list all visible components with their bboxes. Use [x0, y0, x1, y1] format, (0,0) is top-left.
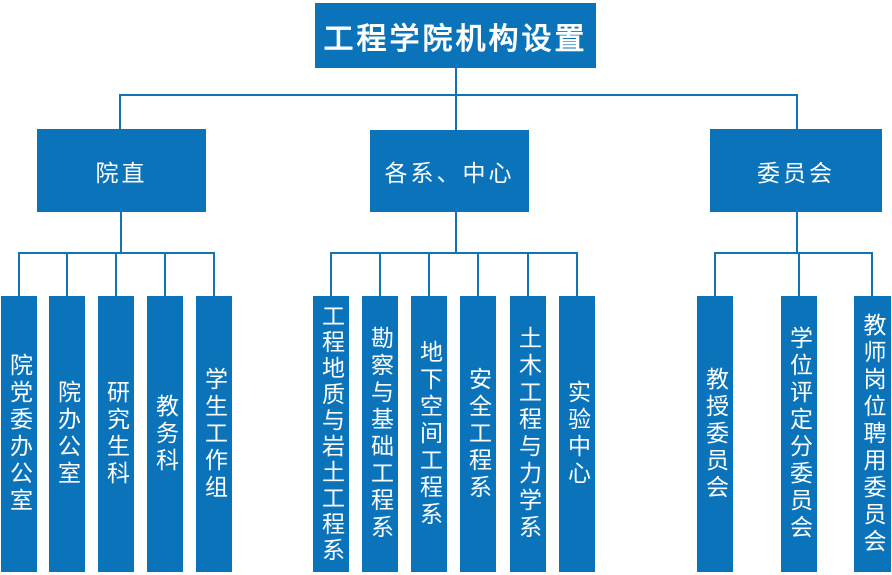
connector-drop-leaf [18, 252, 20, 296]
leaf-label: 勘察与基础工程系 [367, 326, 394, 542]
connector-drop-leaf [871, 252, 873, 296]
leaf-box-underground-space-dept: 地下空间工程系 [411, 296, 447, 572]
leaf-box-civil-mechanics-dept: 土木工程与力学系 [510, 296, 546, 572]
connector-drop-direct [119, 94, 121, 129]
connector-drop-leaf [213, 252, 215, 296]
leaf-label: 院党委办公室 [6, 353, 33, 515]
leaf-label: 地下空间工程系 [416, 339, 443, 529]
connector-drop-leaf [428, 252, 430, 296]
leaf-label: 安全工程系 [465, 366, 492, 502]
leaf-box-party-office: 院党委办公室 [1, 296, 37, 572]
connector-drop-leaf [527, 252, 529, 296]
leaf-box-teacher-employment-committee: 教师岗位聘用委员会 [854, 296, 891, 572]
connector-drop-departments [455, 94, 457, 130]
leaf-box-college-office: 院办公室 [49, 296, 85, 572]
connector-rail-departments [330, 252, 577, 254]
root-title-box: 工程学院机构设置 [315, 3, 596, 68]
branch-box-direct-offices: 院直 [37, 129, 206, 212]
branch-label: 各系、中心 [384, 160, 515, 186]
connector-drop-committees [796, 94, 798, 129]
leaf-label: 研究生科 [103, 380, 130, 488]
chart-title: 工程学院机构设置 [323, 22, 588, 56]
leaf-box-safety-engineering-dept: 安全工程系 [460, 296, 496, 572]
leaf-label: 教师岗位聘用委员会 [860, 312, 886, 556]
connector-drop-leaf [477, 252, 479, 296]
connector-drop-leaf [714, 252, 716, 296]
branch-label: 院直 [95, 159, 148, 186]
connector-stem-committees [796, 212, 798, 253]
connector-drop-leaf [379, 252, 381, 296]
connector-stem-departments [455, 212, 457, 253]
leaf-box-engineering-geology-dept: 工程地质与岩土工程系 [313, 296, 349, 572]
connector-drop-leaf [115, 252, 117, 296]
leaf-label: 学位评定分委员会 [786, 326, 813, 542]
leaf-label: 工程地质与岩土工程系 [318, 304, 345, 564]
branch-label: 委员会 [757, 159, 835, 186]
leaf-box-experiment-center: 实验中心 [559, 296, 595, 572]
connector-level1-rail [119, 94, 798, 96]
leaf-label: 土木工程与力学系 [515, 326, 542, 542]
connector-stem-direct [120, 212, 122, 253]
leaf-label: 教授委员会 [702, 366, 729, 502]
leaf-box-student-work-group: 学生工作组 [196, 296, 232, 572]
branch-box-departments-centers: 各系、中心 [370, 130, 529, 212]
connector-drop-leaf [576, 252, 578, 296]
leaf-box-survey-foundation-dept: 勘察与基础工程系 [362, 296, 398, 572]
connector-drop-leaf [66, 252, 68, 296]
leaf-label: 院办公室 [54, 380, 81, 488]
leaf-label: 学生工作组 [201, 366, 228, 502]
connector-root-stem [455, 68, 457, 95]
leaf-label: 教务科 [152, 393, 179, 475]
connector-rail-direct [18, 252, 215, 254]
connector-drop-leaf [330, 252, 332, 296]
leaf-box-professor-committee: 教授委员会 [697, 296, 733, 572]
connector-drop-leaf [164, 252, 166, 296]
leaf-label: 实验中心 [564, 380, 591, 488]
connector-drop-leaf [798, 252, 800, 296]
leaf-box-degree-subcommittee: 学位评定分委员会 [781, 296, 817, 572]
branch-box-committees: 委员会 [710, 129, 882, 212]
connector-rail-committees [714, 252, 872, 254]
leaf-box-graduate-section: 研究生科 [98, 296, 134, 572]
leaf-box-academic-affairs: 教务科 [147, 296, 183, 572]
